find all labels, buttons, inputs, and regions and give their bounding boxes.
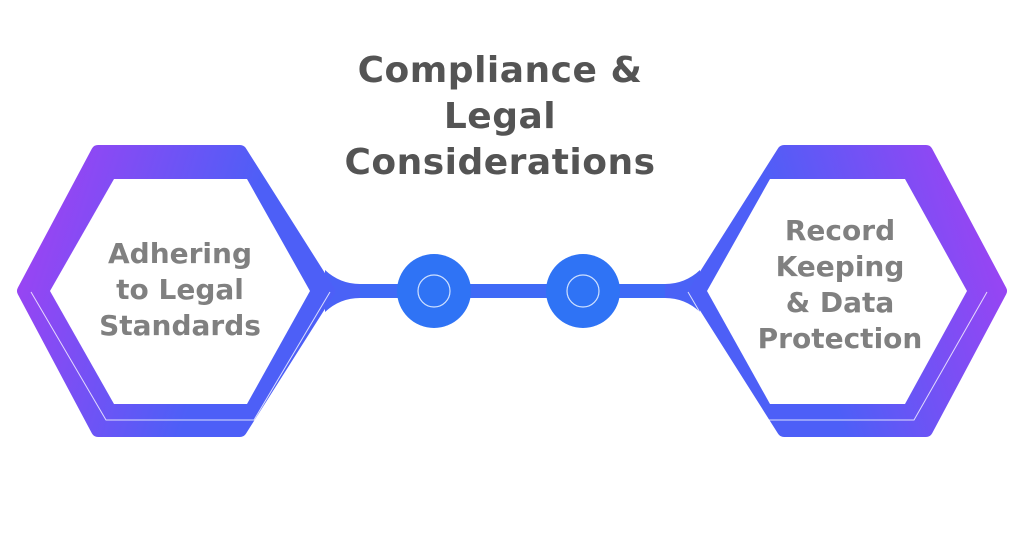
label-line: & Data: [785, 286, 895, 319]
connector-node-left: [397, 254, 471, 328]
connector-node-right: [546, 254, 620, 328]
label-line: Keeping: [775, 250, 905, 283]
title-line: Considerations: [344, 142, 656, 183]
left-hexagon: [17, 145, 335, 437]
right-hexagon: [687, 145, 1007, 437]
connector-line: [320, 270, 700, 312]
label-line: Record: [784, 214, 896, 247]
label-line: to Legal: [116, 273, 244, 306]
diagram-title: Compliance & Legal Considerations: [300, 48, 700, 186]
label-line: Protection: [757, 322, 923, 355]
label-line: Adhering: [107, 237, 253, 270]
title-line: Legal: [443, 96, 557, 137]
right-hexagon-label: Record Keeping & Data Protection: [720, 213, 960, 357]
label-line: Standards: [99, 309, 261, 342]
title-line: Compliance &: [357, 50, 643, 91]
left-hexagon-label: Adhering to Legal Standards: [60, 236, 300, 344]
